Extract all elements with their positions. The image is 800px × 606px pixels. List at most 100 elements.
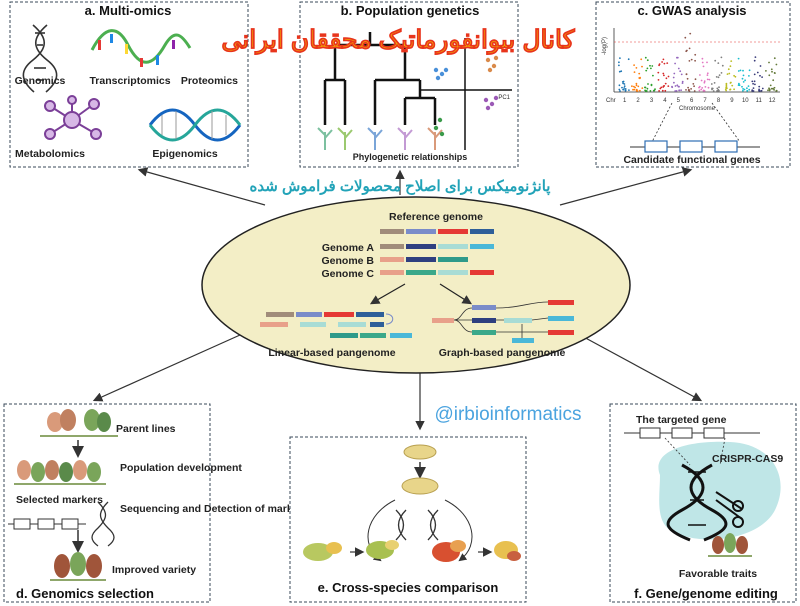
manhattan-point [737,57,740,60]
manhattan-point [687,86,689,89]
manhattan-point [624,89,627,92]
manhattan-point [623,83,626,85]
favorable-traits-label: Favorable traits [679,568,757,580]
arrow-to-selection [92,334,241,402]
crispr-background-shape [658,441,781,540]
panel-multiomics: a. Multi-omics Genomics Transcriptomics … [9,1,249,168]
manhattan-point [674,85,677,87]
manhattan-point [693,90,696,92]
manhattan-point [729,82,732,84]
manhattan-point [761,76,763,78]
dna-helix-icon [22,24,58,93]
manhattan-point [685,50,688,53]
manhattan-point [651,65,654,67]
manhattan-point [701,57,704,60]
panel-a-title: a. Multi-omics [85,3,172,18]
manhattan-point [635,67,638,69]
manhattan-point [645,90,648,92]
manhattan-point [703,81,706,84]
step-sequencing: Sequencing and Detection of markers [120,503,309,515]
manhattan-point [638,72,641,75]
chromosome-tick-label: 9 [730,98,734,104]
panel-population-genetics: b. Population genetics Phylogenetic rela… [299,1,519,168]
manhattan-point [661,89,664,92]
manhattan-point [667,85,670,87]
manhattan-point [676,84,679,87]
center-ellipse [201,196,631,374]
manhattan-point [771,70,773,73]
dna-editing-helix-icon [666,463,728,542]
manhattan-point [662,72,665,75]
seed-pod-middle [401,477,439,495]
manhattan-point [644,56,647,59]
linear-pangenome-graphic [260,312,412,338]
manhattan-point [649,90,652,92]
chromosome-tick-label: 3 [650,98,654,104]
manhattan-point [652,89,655,92]
pca-plot: PC1 [420,38,512,150]
manhattan-point [647,83,649,85]
manhattan-point [731,84,734,87]
manhattan-point [742,69,744,72]
manhattan-point [773,89,775,91]
genome-a-bar [380,244,494,249]
manhattan-point [702,65,705,68]
manhattan-point [663,74,665,77]
manhattan-point [619,57,621,59]
manhattan-point [623,85,626,88]
manhattan-point [759,65,762,67]
manhattan-point [770,87,773,90]
manhattan-point [694,78,697,81]
manhattan-point [725,87,728,89]
manhattan-point [742,74,745,77]
manhattan-point [689,32,692,35]
manhattan-point [635,82,638,85]
manhattan-point [667,75,670,78]
manhattan-point [718,86,720,89]
step-improved-variety: Improved variety [112,564,196,576]
manhattan-point [733,74,735,77]
manhattan-point [754,83,756,86]
manhattan-point [652,74,654,77]
manhattan-point [621,86,623,89]
manhattan-point [699,74,701,76]
manhattan-point [706,78,709,81]
manhattan-point [746,90,749,92]
manhattan-point [706,72,709,75]
gwas-chr-label: Chr [606,98,616,104]
manhattan-point [693,85,695,88]
manhattan-point [734,75,737,78]
manhattan-point [688,47,691,50]
manhattan-point [636,90,639,92]
manhattan-point [770,68,773,71]
manhattan-point [701,87,704,89]
manhattan-point [639,89,641,92]
manhattan-point [753,73,756,76]
scissors-icon [715,491,744,528]
manhattan-point [758,88,760,91]
label-proteomics: Proteomics [181,75,238,87]
manhattan-point [678,89,681,92]
population-plants [14,460,106,485]
manhattan-point [646,67,649,70]
dna-helix-pair-icon [395,509,439,541]
label-epigenomics: Epigenomics [152,148,218,160]
manhattan-point [713,82,716,84]
manhattan-point [631,85,633,88]
manhattan-point [729,65,732,68]
targeted-gene-label: The targeted gene [636,414,727,426]
manhattan-point [773,86,776,89]
manhattan-point [675,90,678,92]
genome-a-label: Genome A [322,242,375,254]
manhattan-point [639,77,641,80]
manhattan-point [748,75,750,77]
manhattan-point [618,84,621,87]
pc1-label: PC1 [498,95,510,101]
chromosome-tick-label: 5 [677,98,681,104]
manhattan-point [665,77,668,80]
manhattan-point [635,84,638,87]
targeted-gene-track [624,427,760,439]
manhattan-point [767,89,769,92]
